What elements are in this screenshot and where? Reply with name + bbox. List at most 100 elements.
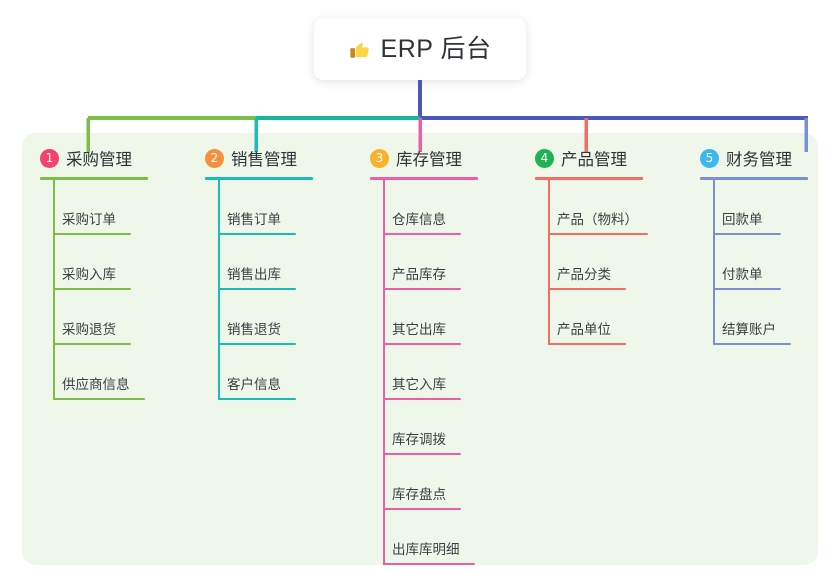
leaf-node[interactable]: 采购入库 <box>40 235 138 290</box>
leaf-node-underline <box>218 343 296 345</box>
branch-column-4: 4 产品管理产品（物料） 产品分类产品单位 <box>535 145 648 355</box>
leaf-node-underline <box>53 233 131 235</box>
leaf-node-label: 付款单 <box>722 267 763 282</box>
column-title-5: 财务管理 <box>726 151 792 169</box>
column-spine-4 <box>548 180 550 345</box>
leaf-node-underline <box>218 398 296 400</box>
leaf-node[interactable]: 采购订单 <box>40 180 138 235</box>
leaf-node-label: 产品库存 <box>392 267 446 282</box>
leaf-node-underline <box>713 233 781 235</box>
leaf-node-label: 库存盘点 <box>392 487 446 502</box>
leaf-node[interactable]: 销售订单 <box>205 180 303 235</box>
leaf-node-underline <box>713 343 791 345</box>
leaf-node-label: 产品单位 <box>557 322 611 337</box>
leaf-node-label: 采购退货 <box>62 322 116 337</box>
column-badge-2: 2 <box>205 148 224 168</box>
column-spine-5 <box>713 180 715 345</box>
leaf-node[interactable]: 产品库存 <box>370 235 468 290</box>
leaf-node[interactable]: 仓库信息 <box>370 180 468 235</box>
leaf-node-underline <box>383 398 461 400</box>
column-header-5[interactable]: 5 财务管理 <box>700 145 808 171</box>
leaf-node-underline <box>713 288 781 290</box>
leaf-node-label: 仓库信息 <box>392 212 446 227</box>
leaf-node-label: 库存调拨 <box>392 432 446 447</box>
thumbs-up-icon <box>349 42 369 58</box>
leaf-node[interactable]: 结算账户 <box>700 290 798 345</box>
column-underline-5 <box>700 177 808 180</box>
leaf-node[interactable]: 产品（物料） <box>535 180 655 235</box>
leaf-node-label: 其它入库 <box>392 377 446 392</box>
column-header-1[interactable]: 1 采购管理 <box>40 145 148 171</box>
leaf-node[interactable]: 库存盘点 <box>370 455 468 510</box>
leaf-node[interactable]: 出库库明细 <box>370 510 482 565</box>
leaf-node[interactable]: 回款单 <box>700 180 788 235</box>
column-badge-4: 4 <box>535 148 554 168</box>
column-badge-5: 5 <box>700 148 719 168</box>
leaf-node[interactable]: 库存调拨 <box>370 400 468 455</box>
leaf-node-underline <box>53 343 131 345</box>
leaf-node-label: 其它出库 <box>392 322 446 337</box>
column-header-4[interactable]: 4 产品管理 <box>535 145 643 171</box>
leaf-node-label: 销售出库 <box>227 267 281 282</box>
column-title-4: 产品管理 <box>561 151 627 169</box>
column-header-3[interactable]: 3 库存管理 <box>370 145 478 171</box>
column-spine-3 <box>383 180 385 565</box>
leaf-node-underline <box>53 398 145 400</box>
leaf-node-underline <box>218 288 296 290</box>
column-items-5: 回款单付款单结算账户 <box>700 180 808 355</box>
branch-column-2: 2 销售管理销售订单销售出库销售退货客户信息 <box>205 145 313 410</box>
column-header-2[interactable]: 2 销售管理 <box>205 145 313 171</box>
leaf-node-label: 采购入库 <box>62 267 116 282</box>
leaf-node-label: 供应商信息 <box>62 377 130 392</box>
leaf-node[interactable]: 产品分类 <box>535 235 633 290</box>
leaf-node-label: 采购订单 <box>62 212 116 227</box>
column-underline-1 <box>40 177 148 180</box>
leaf-node-label: 产品分类 <box>557 267 611 282</box>
root-node-label: ERP 后台 <box>380 34 492 63</box>
leaf-node-label: 回款单 <box>722 212 763 227</box>
branch-column-5: 5 财务管理回款单付款单结算账户 <box>700 145 808 355</box>
leaf-node-label: 结算账户 <box>722 322 776 337</box>
leaf-node-underline <box>383 508 461 510</box>
leaf-node[interactable]: 其它入库 <box>370 345 468 400</box>
leaf-node[interactable]: 采购退货 <box>40 290 138 345</box>
diagram-background-panel <box>22 133 818 565</box>
branch-column-3: 3 库存管理仓库信息产品库存其它出库其它入库库存调拨库存盘点出库库明细 <box>370 145 478 575</box>
root-node-card[interactable]: ERP 后台 <box>314 18 526 80</box>
leaf-node-label: 客户信息 <box>227 377 281 392</box>
column-title-3: 库存管理 <box>396 151 462 169</box>
leaf-node[interactable]: 其它出库 <box>370 290 468 345</box>
column-items-2: 销售订单销售出库销售退货客户信息 <box>205 180 313 410</box>
leaf-node[interactable]: 客户信息 <box>205 345 303 400</box>
root-node-content: ERP 后台 <box>349 34 492 63</box>
column-items-4: 产品（物料） 产品分类产品单位 <box>535 180 648 355</box>
column-title-2: 销售管理 <box>231 151 297 169</box>
leaf-node[interactable]: 付款单 <box>700 235 788 290</box>
column-badge-1: 1 <box>40 148 59 168</box>
branch-column-1: 1 采购管理采购订单采购入库采购退货供应商信息 <box>40 145 148 410</box>
leaf-node-underline <box>218 233 296 235</box>
leaf-node-underline <box>383 563 475 565</box>
column-title-1: 采购管理 <box>66 151 132 169</box>
leaf-node-underline <box>53 288 131 290</box>
leaf-node-underline <box>548 288 626 290</box>
column-items-3: 仓库信息产品库存其它出库其它入库库存调拨库存盘点出库库明细 <box>370 180 478 575</box>
leaf-node-label: 产品（物料） <box>557 212 638 227</box>
leaf-node-label: 出库库明细 <box>392 542 460 557</box>
leaf-node[interactable]: 产品单位 <box>535 290 633 345</box>
column-items-1: 采购订单采购入库采购退货供应商信息 <box>40 180 148 410</box>
leaf-node-underline <box>383 453 461 455</box>
leaf-node-label: 销售退货 <box>227 322 281 337</box>
leaf-node-label: 销售订单 <box>227 212 281 227</box>
leaf-node[interactable]: 销售退货 <box>205 290 303 345</box>
column-badge-3: 3 <box>370 148 389 168</box>
leaf-node[interactable]: 销售出库 <box>205 235 303 290</box>
column-underline-2 <box>205 177 313 180</box>
column-underline-3 <box>370 177 478 180</box>
column-spine-1 <box>53 180 55 400</box>
leaf-node[interactable]: 供应商信息 <box>40 345 152 400</box>
leaf-node-underline <box>548 343 626 345</box>
column-underline-4 <box>535 177 643 180</box>
leaf-node-underline <box>548 233 648 235</box>
